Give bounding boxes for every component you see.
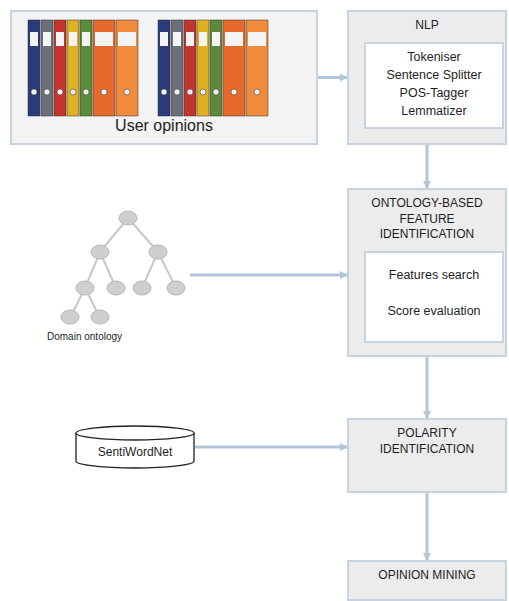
flow-arrow — [426, 357, 429, 418]
process-box: NLP TokeniserSentence SplitterPOS-TaggerL… — [347, 10, 507, 145]
box-text: SentiWordNet — [75, 445, 195, 461]
box-text: Features search — [366, 267, 502, 283]
box-text: User opinions — [12, 116, 316, 137]
process-box: ONTOLOGY-BASED FEATURE IDENTIFICATION Fea… — [347, 188, 507, 357]
process-box: OPINION MINING — [347, 560, 507, 601]
flow-arrow — [190, 274, 347, 277]
box-heading: OPINION MINING — [349, 568, 505, 584]
box-text: Domain ontology — [47, 330, 122, 343]
flow-arrow — [426, 493, 429, 560]
box-heading: POLARITY IDENTIFICATION — [349, 426, 505, 457]
ontology-tree: Domain ontology — [45, 205, 190, 345]
database-node: SentiWordNet — [75, 425, 195, 469]
step-list-box: TokeniserSentence SplitterPOS-TaggerLemm… — [364, 42, 504, 129]
box-heading: ONTOLOGY-BASED FEATURE IDENTIFICATION — [349, 196, 505, 243]
step-list-box: Features searchScore evaluation — [364, 251, 504, 343]
box-text: Sentence Splitter — [366, 66, 502, 84]
source-box: User opinions — [10, 10, 318, 145]
flow-arrow — [195, 446, 347, 449]
process-box: POLARITY IDENTIFICATION — [347, 418, 507, 493]
box-text: Score evaluation — [366, 303, 502, 319]
box-heading: NLP — [349, 18, 505, 34]
box-text: Lemmatizer — [366, 102, 502, 120]
box-text: POS-Tagger — [366, 84, 502, 102]
flow-arrow — [426, 145, 429, 188]
tree-illustration — [45, 205, 190, 325]
box-text: Tokeniser — [366, 48, 502, 66]
flow-arrow — [318, 76, 347, 79]
